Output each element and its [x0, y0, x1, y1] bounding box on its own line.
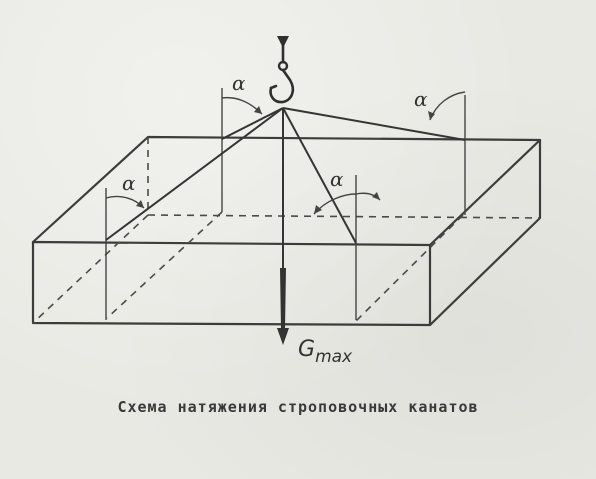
hidden-edge-back-bottom	[147, 214, 541, 219]
hidden-edge-left-bottom	[32, 214, 149, 324]
diagram-caption: Схема натяжения строповочных канатов	[117, 398, 479, 416]
box-right-face	[428, 138, 542, 327]
force-label-sub: max	[315, 347, 353, 367]
angle-marker-back-left: α	[221, 71, 263, 115]
rope-back-right	[282, 107, 466, 141]
angle-label-back-left: α	[232, 71, 246, 95]
angle-marker-back-right: α	[414, 87, 466, 121]
force-label: Gmax	[298, 337, 353, 367]
box-top-face	[31, 135, 542, 247]
box-front-face	[31, 240, 432, 327]
rope-back-left	[221, 107, 284, 140]
rope-front-right	[282, 107, 357, 244]
force-label-main: G	[298, 337, 315, 362]
load-arrow-icon	[277, 268, 289, 345]
rope-front-left	[105, 107, 284, 241]
angle-label-front-left: α	[122, 171, 136, 195]
angle-marker-front-left: α	[105, 171, 145, 209]
angle-label-back-right: α	[414, 87, 428, 111]
angle-label-front-right: α	[330, 167, 344, 191]
crane-hook-icon	[269, 36, 295, 104]
angle-marker-front-right: α	[313, 167, 381, 215]
hidden-edge-left-inner	[106, 211, 223, 319]
hidden-edge-right-inner	[354, 214, 464, 323]
